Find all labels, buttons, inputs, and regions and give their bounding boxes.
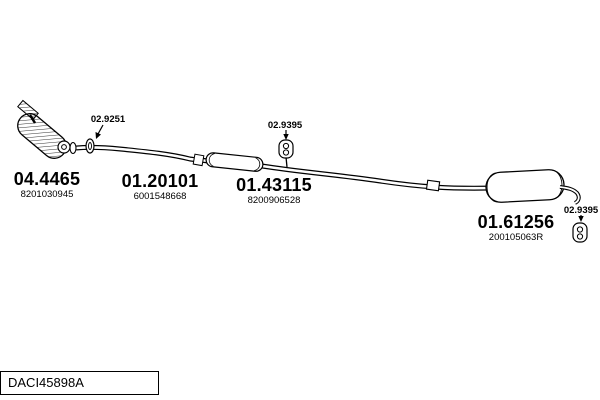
tailpipe [559,185,581,205]
fastener-label: 02.9395 [563,205,599,216]
part-code: 8201030945 [20,189,74,200]
part-label-group: 01.61256 200105063R [464,212,568,243]
part-label-group: 01.20101 6001548668 [108,171,212,202]
mid-pipe [261,163,495,191]
pipe-coupling [192,153,205,167]
front-pipe [75,144,209,164]
fastener-label: 02.9251 [90,114,126,125]
part-number: 01.61256 [477,212,555,232]
part-code: 6001548668 [133,191,187,202]
part-number: 01.20101 [121,171,199,191]
reference-box: DACI45898A [0,371,159,395]
fastener-label: 02.9395 [267,120,303,131]
rubber-mount-rear [572,222,588,243]
part-label-group: 01.43115 8200906528 [222,175,326,206]
center-resonator [205,152,264,172]
part-code: 8200906528 [247,195,301,206]
hanger-bracket [425,179,441,192]
part-code: 200105063R [488,232,544,243]
arrow-to-mid-mount [283,130,289,140]
part-number: 04.4465 [13,169,81,189]
rubber-mount-mid [278,139,294,168]
arrow-to-rear-mount [578,215,584,222]
part-label-group: 04.4465 8201030945 [0,169,95,200]
catalytic-converter [17,99,77,159]
arrow-to-clamp [95,124,104,139]
rear-muffler [485,169,565,203]
diagram-reference: DACI45898A [8,375,84,390]
clamp-ring [85,138,95,154]
part-number: 01.43115 [236,175,312,195]
